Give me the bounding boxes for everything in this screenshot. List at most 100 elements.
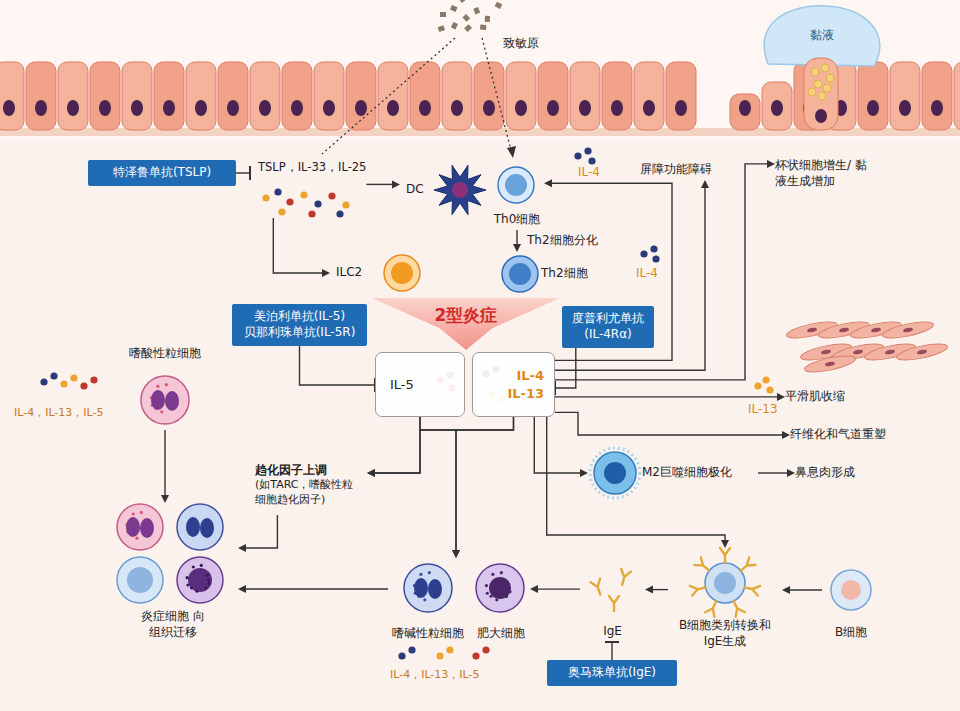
epithelial-cell xyxy=(186,62,216,130)
cell-nucleus xyxy=(821,349,832,355)
cell-node: B细胞类别转换和 IgE生成 xyxy=(668,548,782,652)
dotted-path xyxy=(322,38,455,154)
cytokine-dot xyxy=(262,194,269,201)
eosinophil-cell xyxy=(117,504,163,550)
arrow-head xyxy=(787,469,795,477)
arrow-head xyxy=(721,540,729,548)
cell-nucleus xyxy=(200,518,214,538)
cell-granule xyxy=(507,586,510,589)
cytokine-label: IL-4，IL-13，IL-5 xyxy=(390,668,479,682)
epithelial-cell xyxy=(0,62,24,130)
connector-line xyxy=(788,589,822,590)
connector xyxy=(547,417,729,548)
connector-line xyxy=(366,184,394,185)
connector xyxy=(367,417,514,477)
cytokine-dot xyxy=(328,192,335,199)
cell-granule xyxy=(205,586,208,589)
node-text: (如TARC，嗜酸性粒细胞趋化因子) xyxy=(255,478,361,507)
cytokine-dot xyxy=(274,188,281,195)
antibody-icon xyxy=(617,569,631,586)
connector xyxy=(555,393,785,401)
connector-line xyxy=(536,588,580,589)
mucus-granule xyxy=(821,64,829,72)
cell-nucleus xyxy=(853,349,864,355)
smooth-muscle-fiber xyxy=(803,353,856,376)
cell-granule xyxy=(132,512,135,515)
cytokine-dot xyxy=(308,210,315,217)
epithelial-cell xyxy=(410,62,440,130)
effect-text: 鼻息肉形成 xyxy=(795,463,875,483)
node-text: 度普利尤单抗 xyxy=(572,311,644,327)
epithelial-cell xyxy=(58,62,88,130)
cell-nucleus xyxy=(452,182,468,198)
mucus-granule xyxy=(826,74,834,82)
connector xyxy=(300,346,376,392)
cell-nucleus xyxy=(451,100,463,116)
cell-node: M2巨噬细胞极化 xyxy=(588,448,758,498)
node-text: 嗜碱性粒细胞 xyxy=(392,626,464,642)
arrow-head xyxy=(367,469,375,477)
connector-line xyxy=(516,230,517,246)
cell-node: DC xyxy=(400,165,490,215)
antibody-node: IgE xyxy=(580,558,645,642)
cell-granule xyxy=(207,578,210,581)
epithelial-cell xyxy=(762,82,792,130)
connector-line xyxy=(373,417,514,473)
mucus-blob xyxy=(764,6,880,66)
epithelial-cell xyxy=(218,62,248,130)
th0-cell xyxy=(498,167,534,203)
connector xyxy=(238,515,277,552)
node-text: 2型炎症 xyxy=(435,304,498,326)
node-text: 美泊利单抗(IL-5) xyxy=(254,309,345,325)
arrow-head xyxy=(544,179,552,187)
arrow-head xyxy=(367,469,375,477)
node-text: Th2细胞 xyxy=(541,266,588,282)
node-text: IL-5 xyxy=(390,376,414,393)
cytokine-dot xyxy=(652,255,659,262)
mucus-granule xyxy=(823,84,831,92)
cell-nucleus xyxy=(140,518,154,538)
antibody-icon xyxy=(690,583,707,596)
arrow-polygon xyxy=(372,298,560,350)
allergen-particle xyxy=(462,14,470,22)
connector xyxy=(161,430,169,503)
epithelial-cell xyxy=(666,62,696,130)
arrow-head xyxy=(452,550,460,558)
connector xyxy=(534,417,588,477)
node-text: 奥马珠单抗(IgE) xyxy=(568,665,656,681)
cell-nucleus xyxy=(841,580,861,600)
allergen-particle xyxy=(451,22,458,30)
cell-granule xyxy=(140,511,143,514)
connector xyxy=(273,218,330,277)
epithelial-cell xyxy=(954,62,960,130)
cell-nucleus xyxy=(419,100,431,116)
cell-granule xyxy=(508,590,511,593)
cell-granule xyxy=(489,595,492,598)
cytokine-box: IL-4IL-13 xyxy=(472,352,555,417)
arrow-head xyxy=(322,269,330,277)
cell-node: ILC2 xyxy=(330,252,422,294)
allergen-particle xyxy=(450,5,457,12)
node-text: 嗜酸性粒细胞 xyxy=(129,346,201,362)
inhibit-bar xyxy=(605,641,619,643)
smooth-muscle-fiber xyxy=(881,319,934,342)
connector xyxy=(555,412,790,439)
cell-granule xyxy=(186,583,189,586)
inhibit-bar xyxy=(249,166,251,180)
cytokine-dot xyxy=(446,646,453,653)
cell-nucleus xyxy=(391,262,413,284)
cell-granule xyxy=(192,565,195,568)
epithelial-cell xyxy=(538,62,568,130)
connector xyxy=(238,585,388,593)
arrow-head xyxy=(513,244,521,252)
node-text: IgE xyxy=(603,624,622,640)
arrow-head xyxy=(392,180,400,188)
cell-nucleus xyxy=(35,100,47,116)
smooth-muscle-fiber xyxy=(895,341,948,364)
cytokine-dot xyxy=(398,652,405,659)
cell-nucleus xyxy=(323,100,335,116)
cell-nucleus xyxy=(195,100,207,116)
cytokine-group: TSLP，IL-33，IL-25 xyxy=(250,160,366,218)
cytokine-dot xyxy=(90,376,97,383)
cytokine-dot xyxy=(300,191,307,198)
